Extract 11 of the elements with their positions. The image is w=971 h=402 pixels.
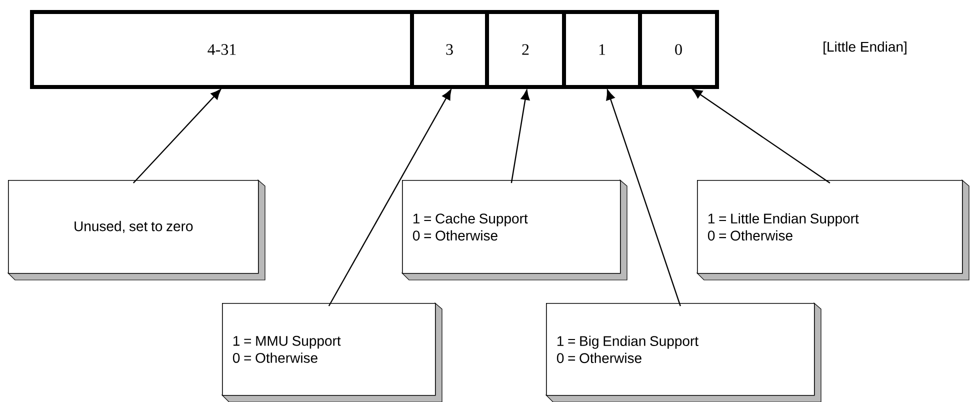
bit-field-cell: 1 <box>562 10 642 89</box>
arrow <box>328 89 452 306</box>
arrow <box>510 90 530 184</box>
bit-field-cell: 3 <box>410 10 489 89</box>
bit-field-cell: 4-31 <box>30 10 414 89</box>
bit-field-cell: 2 <box>485 10 566 89</box>
arrow <box>692 88 830 184</box>
bit-field-cell: 0 <box>638 10 719 89</box>
arrow <box>132 89 222 184</box>
endianness-label: [Little Endian] <box>824 41 906 55</box>
arrow <box>606 90 681 306</box>
